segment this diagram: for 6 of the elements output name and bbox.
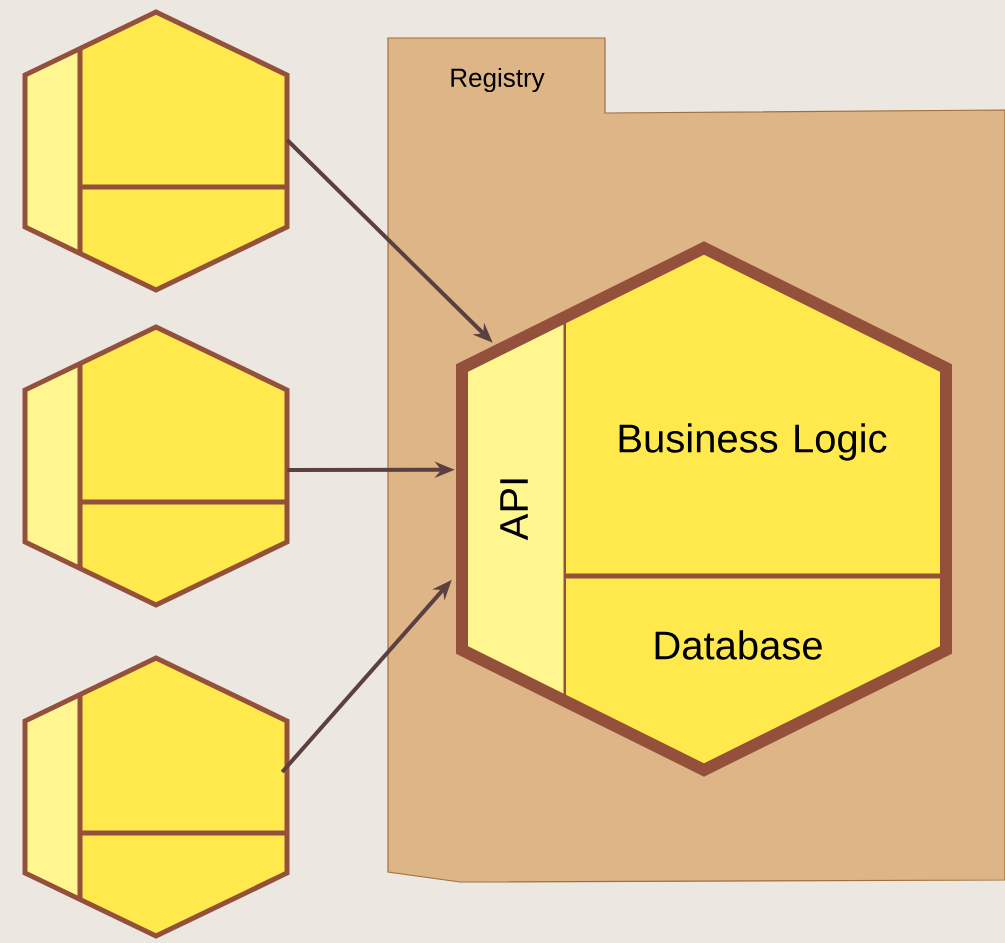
- api-section: API: [462, 317, 569, 701]
- database-section: Database: [566, 573, 946, 770]
- hexagon-drawing: [22, 324, 290, 608]
- business-logic-section: Business Logic: [566, 248, 946, 576]
- hexagon-drawing: [22, 9, 290, 293]
- hexagon-drawing: [22, 655, 290, 939]
